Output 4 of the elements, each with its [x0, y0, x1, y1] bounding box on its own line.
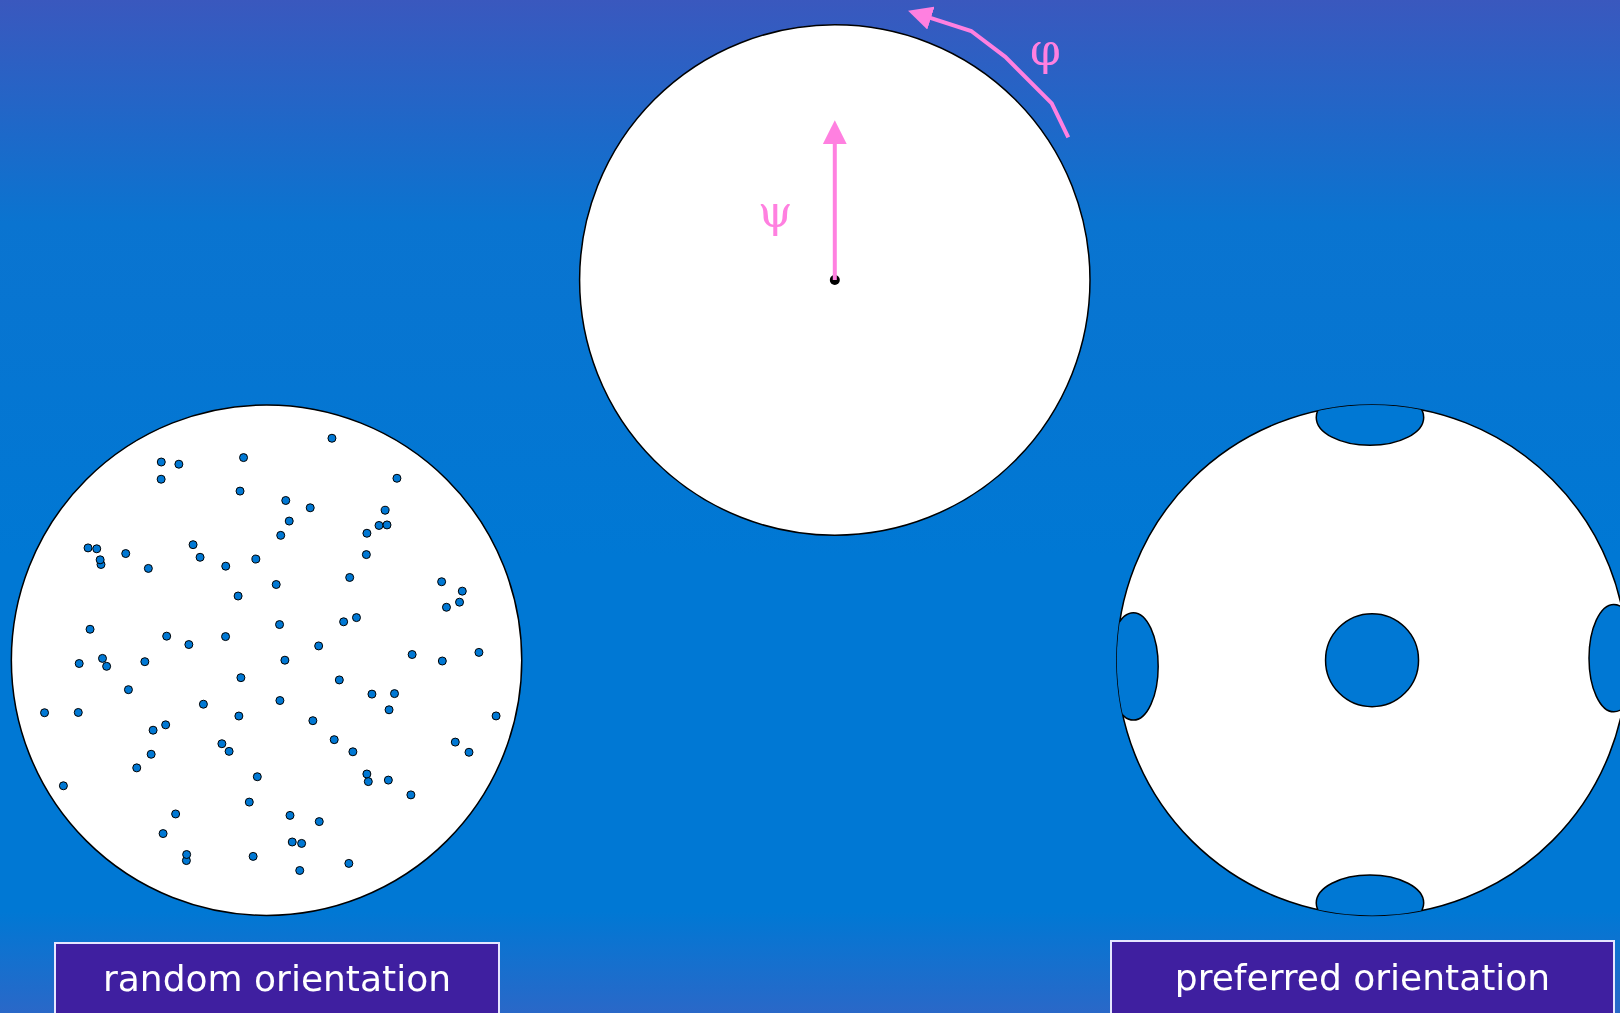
angle-symbol: φ	[1030, 28, 1061, 72]
caption-box: random orientation	[54, 942, 500, 1013]
angle-symbol: ψ	[758, 190, 793, 234]
caption-box: preferred orientation	[1110, 940, 1615, 1013]
